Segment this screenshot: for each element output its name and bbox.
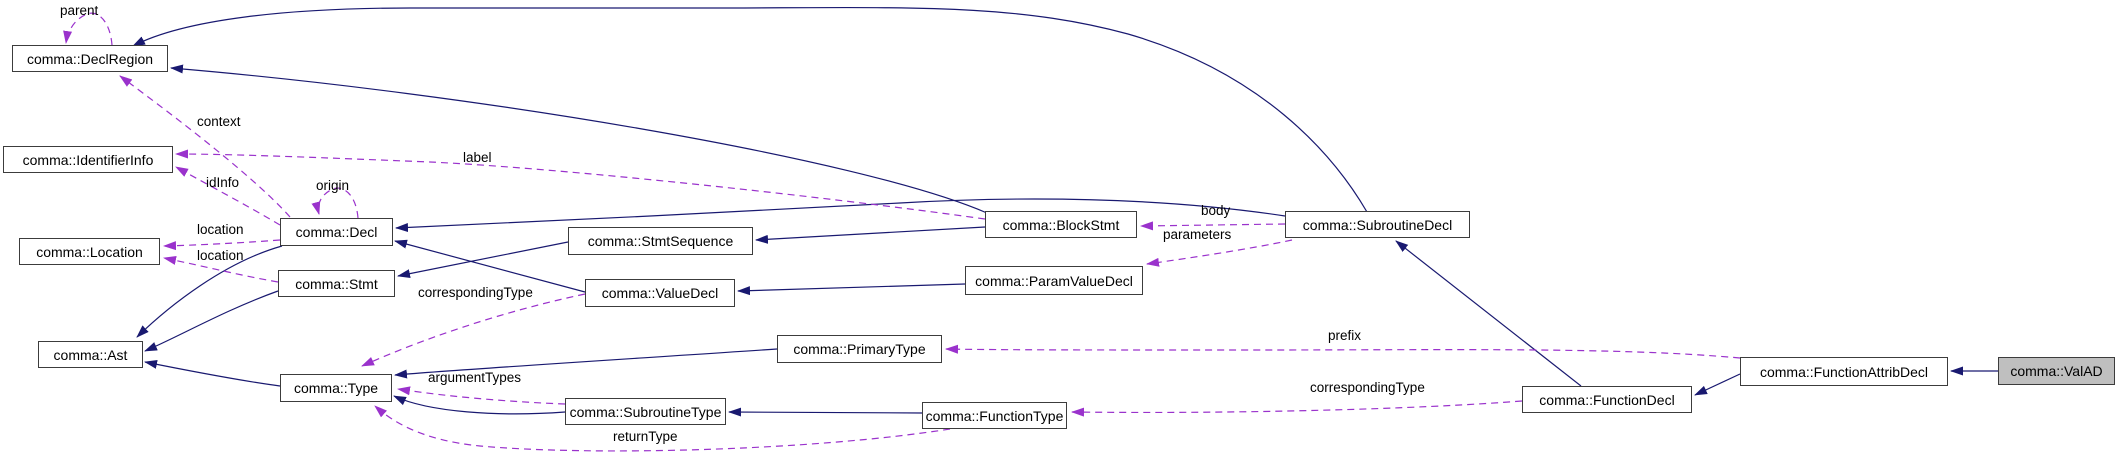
node-comma-stmtsequence[interactable]: comma::StmtSequence: [568, 227, 753, 255]
edge-label-prefix: prefix: [1328, 328, 1362, 343]
edge-label-correspondingtype-function: correspondingType: [1310, 380, 1425, 395]
node-comma-ast[interactable]: comma::Ast: [38, 341, 143, 368]
edge-paramvaluedecl-to-valuedecl: [737, 283, 966, 296]
node-comma-subroutinedecl[interactable]: comma::SubroutineDecl: [1285, 211, 1470, 238]
edge-label-idinfo: idInfo: [206, 175, 240, 190]
node-comma-paramvaluedecl[interactable]: comma::ParamValueDecl: [965, 266, 1143, 295]
edge-correspondingtype-functiondecl-to-functiontype: [1071, 400, 1523, 417]
edge-label-returntype: returnType: [613, 429, 678, 444]
node-comma-functionattribdecl[interactable]: comma::FunctionAttribDecl: [1740, 357, 1948, 386]
edge-blockstmt-to-stmtsequence: [755, 226, 986, 244]
edge-parameters-subroutinedecl-to-paramvaluedecl: [1146, 239, 1293, 267]
edge-returntype-functiontype-to-type: [374, 405, 951, 452]
edge-label-context: context: [197, 114, 241, 129]
node-comma-valad-current: comma::ValAD: [1998, 357, 2115, 385]
edge-label-parameters: parameters: [1163, 227, 1232, 242]
node-comma-decl[interactable]: comma::Decl: [280, 218, 393, 246]
node-comma-identifierinfo[interactable]: comma::IdentifierInfo: [3, 146, 173, 173]
edge-body-subroutinedecl-to-blockstmt: [1140, 221, 1286, 231]
edge-subroutinedecl-to-declregion: [132, 6, 1368, 213]
edge-parent-self-loop: [63, 12, 113, 46]
edge-stmt-to-ast: [144, 290, 279, 352]
edge-location-decl-to-location: [163, 239, 281, 251]
node-comma-declregion[interactable]: comma::DeclRegion: [12, 45, 168, 72]
edge-primarytype-to-type: [394, 348, 778, 379]
edge-label-blockstmt-to-identifierinfo: [175, 149, 986, 220]
node-comma-stmt[interactable]: comma::Stmt: [278, 270, 395, 297]
edge-correspondingtype-valuedecl-to-type: [361, 293, 586, 367]
node-comma-type[interactable]: comma::Type: [280, 374, 392, 402]
edge-functiondecl-to-subroutinedecl: [1395, 240, 1582, 387]
edge-functionattribdecl-to-functiondecl: [1694, 373, 1741, 396]
edge-origin-self-loop: [311, 187, 359, 219]
edge-decl-to-ast: [136, 245, 283, 338]
edge-label-argumenttypes: argumentTypes: [428, 370, 522, 385]
edge-label-parent: parent: [60, 3, 99, 18]
node-comma-functiontype[interactable]: comma::FunctionType: [922, 402, 1067, 429]
edge-label-origin: origin: [316, 178, 350, 193]
edge-subroutinedecl-to-decl: [395, 198, 1286, 233]
node-comma-subroutinetype[interactable]: comma::SubroutineType: [565, 398, 726, 425]
edge-label-label: label: [463, 150, 492, 165]
edge-label-body: body: [1201, 203, 1231, 218]
edge-stmtsequence-to-stmt: [397, 241, 569, 279]
node-comma-blockstmt[interactable]: comma::BlockStmt: [985, 211, 1137, 238]
node-comma-functiondecl[interactable]: comma::FunctionDecl: [1522, 386, 1692, 413]
edge-subroutinetype-to-type: [393, 395, 566, 415]
edge-idinfo-decl-to-identifierinfo: [175, 166, 281, 226]
edge-context-decl-to-declregion: [119, 75, 291, 218]
node-comma-location[interactable]: comma::Location: [19, 238, 160, 265]
edge-functiontype-to-subroutinetype: [728, 407, 923, 417]
edge-prefix-functionattribdecl-to-primarytype: [945, 344, 1741, 359]
edge-label-location-stmt: location: [197, 248, 244, 263]
node-comma-primarytype[interactable]: comma::PrimaryType: [777, 335, 942, 363]
edge-location-stmt-to-location: [163, 256, 279, 283]
edge-argumenttypes-subroutinetype-to-type: [397, 386, 566, 405]
edge-valuedecl-to-decl: [394, 239, 586, 293]
node-comma-valuedecl[interactable]: comma::ValueDecl: [585, 279, 735, 307]
edge-blockstmt-to-declregion: [170, 64, 988, 214]
edge-label-correspondingtype-value: correspondingType: [418, 285, 533, 300]
edge-type-to-ast: [144, 359, 281, 387]
edge-label-location-decl: location: [197, 222, 244, 237]
